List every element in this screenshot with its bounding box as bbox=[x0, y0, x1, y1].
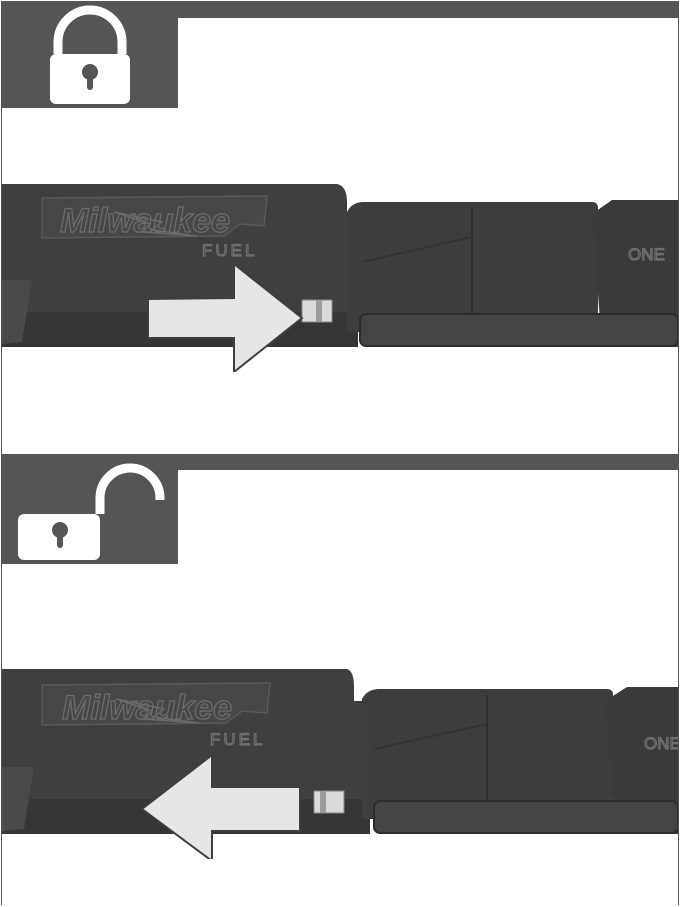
lock-switch bbox=[314, 791, 344, 813]
lock-badge bbox=[2, 454, 178, 564]
locked-padlock-icon bbox=[2, 2, 178, 108]
tool-brand-text: Milwaukee bbox=[60, 202, 230, 240]
tool-illustration: Milwaukee FUEL ONE bbox=[2, 659, 678, 859]
tool-one-text: ONE bbox=[644, 734, 678, 753]
unlocked-padlock-icon bbox=[2, 454, 178, 564]
tool-brand-text: Milwaukee bbox=[62, 689, 232, 727]
tool-illustration: Milwaukee FUEL ONE bbox=[2, 172, 678, 372]
tool-fuel-text: FUEL bbox=[210, 730, 265, 749]
lock-panel-locked: Milwaukee FUEL ONE bbox=[2, 2, 678, 454]
lock-badge bbox=[2, 2, 178, 108]
tool-fuel-text: FUEL bbox=[202, 241, 257, 260]
lock-panel-unlocked: Milwaukee FUEL ONE bbox=[2, 454, 678, 906]
tool-one-text: ONE bbox=[628, 245, 665, 264]
